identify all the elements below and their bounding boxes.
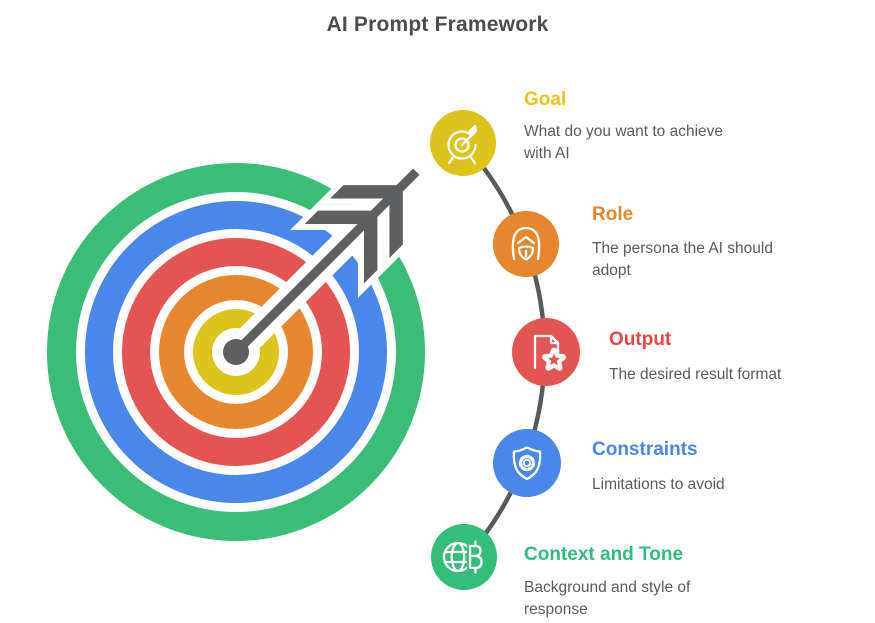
item-description-role: The persona the AI should adopt xyxy=(592,240,773,279)
target-ring-yellow xyxy=(193,309,279,395)
output-icon-circle xyxy=(512,318,580,386)
target-rings xyxy=(47,163,425,541)
target-ring-green xyxy=(47,163,425,541)
target-ring-blue xyxy=(85,201,387,503)
shield-gear-icon xyxy=(512,446,542,481)
item-heading-constraints: Constraints xyxy=(592,439,698,460)
item-heading-role: Role xyxy=(592,204,634,225)
role-icon-circle xyxy=(493,211,559,277)
arrow-fletching-front-icon xyxy=(304,210,378,284)
document-star-icon xyxy=(533,334,566,371)
item-description-constraints: Limitations to avoid xyxy=(592,476,725,493)
star-shape xyxy=(543,349,565,369)
persona-icon xyxy=(511,226,541,261)
target-ring-red xyxy=(122,238,350,466)
arrow-fletching-rear-icon xyxy=(330,185,403,258)
globe-currency-icon xyxy=(442,540,484,574)
item-heading-output: Output xyxy=(609,329,672,350)
arrow-graphic xyxy=(212,147,441,376)
constraints-icon-circle xyxy=(493,429,561,497)
item-description-goal: What do you want to achieve with AI xyxy=(524,123,724,162)
page-title: AI Prompt Framework xyxy=(326,13,549,36)
target-ring-orange xyxy=(159,275,313,429)
goal-icon-circle xyxy=(430,110,496,176)
item-description-context-and-tone: Background and style of response xyxy=(524,579,691,618)
item-heading-context-and-tone: Context and Tone xyxy=(524,544,684,565)
arrow-impact-dot xyxy=(223,339,249,365)
context-icon-circle xyxy=(431,524,497,590)
item-heading-goal: Goal xyxy=(524,89,567,110)
arrow-shaft xyxy=(232,168,420,356)
target-arrow-icon xyxy=(447,124,478,165)
item-description-output: The desired result format xyxy=(609,366,782,383)
